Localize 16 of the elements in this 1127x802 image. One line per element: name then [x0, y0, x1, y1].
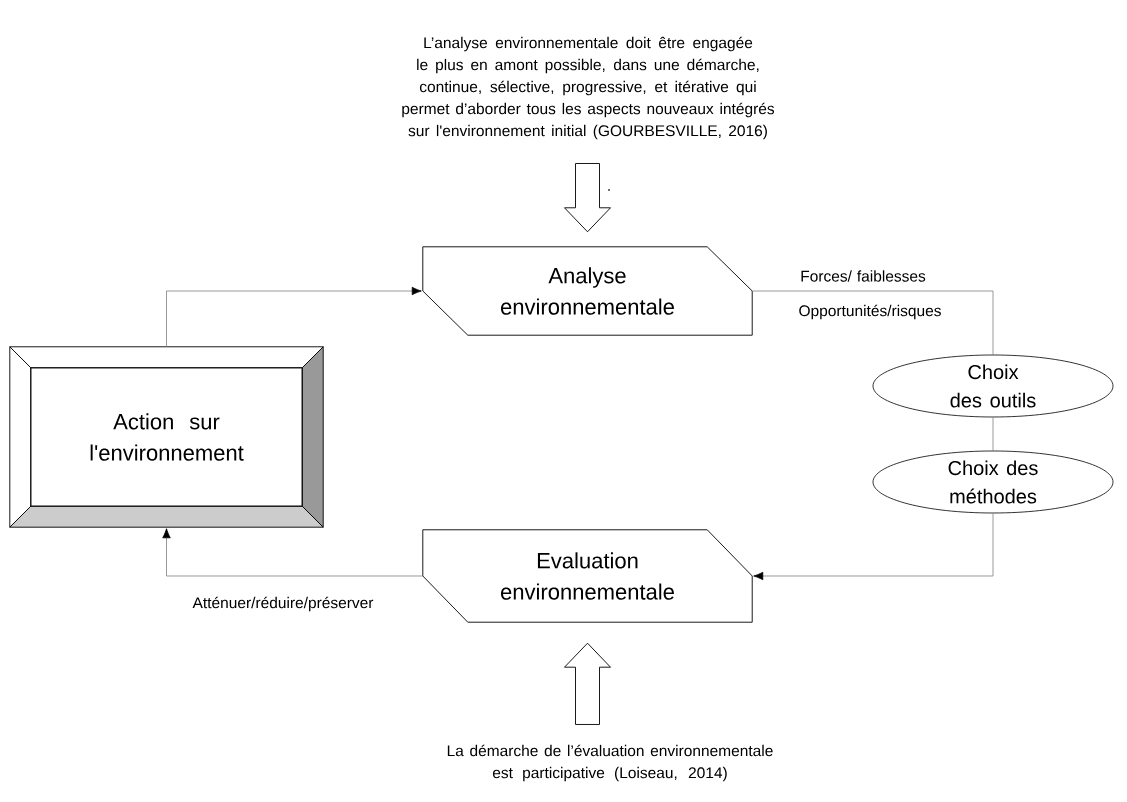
bevel-box: Action sur l'environnement	[9, 346, 324, 528]
block-arrow	[564, 163, 611, 233]
arrow	[162, 528, 424, 577]
edge-label: Forces/ faiblesses	[799, 269, 927, 283]
chamfered-box: Analyse environnementale	[422, 246, 753, 336]
connector-line	[751, 290, 994, 355]
note-text: La démarche de l’évaluation environnementale est participative (Loiseau, 2014)	[447, 744, 773, 782]
block-arrow	[564, 642, 611, 725]
edge-note: Opportunités/risques	[799, 304, 941, 320]
arrow	[166, 286, 422, 348]
chamfered-box: Evaluation environnementale	[422, 529, 753, 623]
dot-mark: .	[608, 189, 610, 191]
connector-line	[992, 417, 994, 451]
arrow	[753, 513, 994, 581]
note-text: L’analyse environnementale doit être engagée le plus en amont possible, dans une démarche, continue, sélective, progressive, et itérative qui permet d’aborder tous les aspects nouveaux intégrés sur l'environnement initial (GOURBESVILLE, 2016)	[402, 36, 775, 140]
edge-label: Atténuer/réduire/préserver	[191, 595, 375, 613]
